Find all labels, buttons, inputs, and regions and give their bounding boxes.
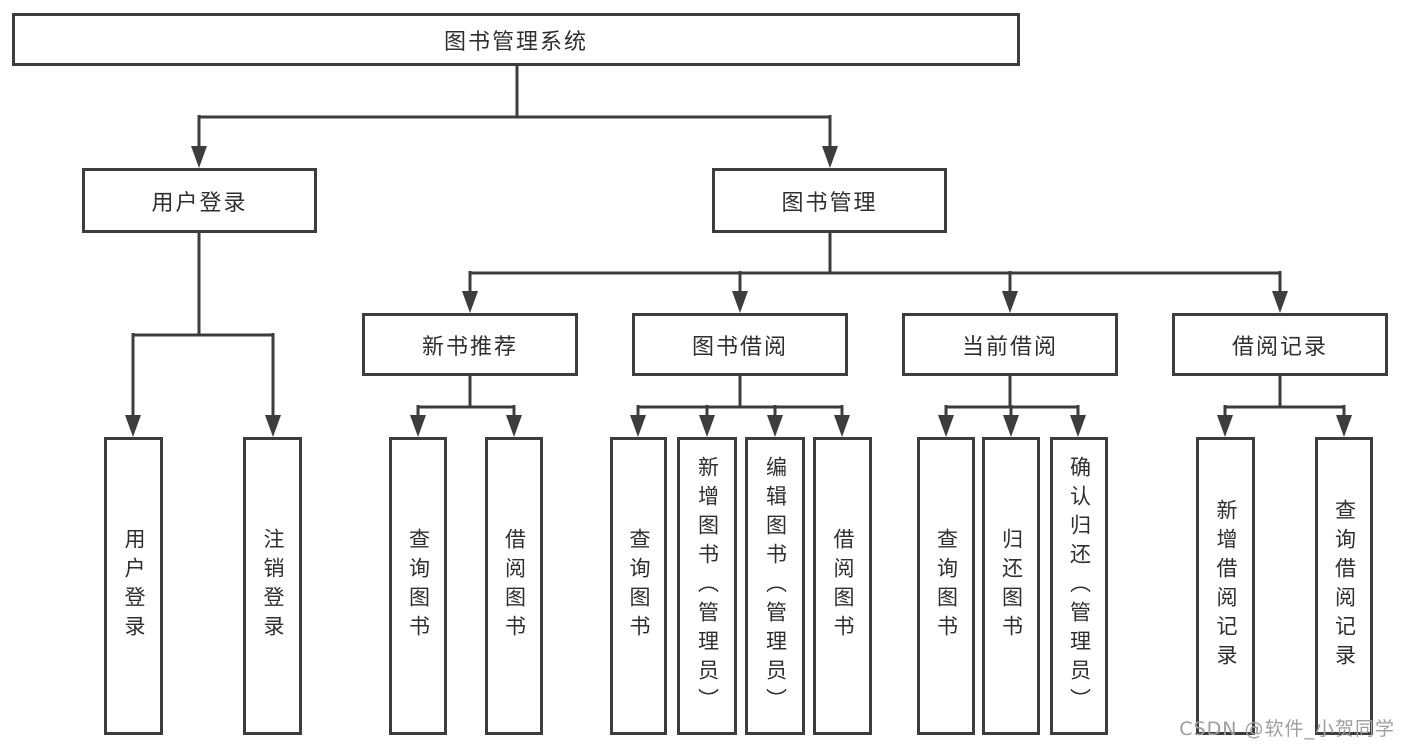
node-logout: 注销登录 <box>243 437 302 735</box>
connector-newbook-to-leaves <box>410 376 522 437</box>
node-borrowing-records: 借阅记录 <box>1172 313 1388 376</box>
node-query-books-2: 查询图书 <box>610 437 667 735</box>
node-label: 借阅图书 <box>831 528 855 644</box>
node-label: 新书推荐 <box>421 334 518 360</box>
connector-bookmgmt-to-modules <box>462 233 1288 313</box>
node-label: 借阅图书 <box>502 528 527 644</box>
connector-current-to-leaves <box>938 376 1086 437</box>
node-book-management-branch: 图书管理 <box>712 168 947 233</box>
node-user-login-leaf: 用户登录 <box>104 437 163 735</box>
node-label: 借阅记录 <box>1231 334 1328 360</box>
node-current-borrowing: 当前借阅 <box>902 313 1118 376</box>
node-borrow-books-2: 借阅图书 <box>813 437 872 735</box>
connector-borrow-to-leaves <box>630 376 850 437</box>
csdn-watermark: CSDN @软件_小贺同学 <box>1179 718 1395 740</box>
node-label: 注销登录 <box>261 528 285 644</box>
node-query-books-1: 查询图书 <box>389 437 447 735</box>
node-borrow-books-1: 借阅图书 <box>485 437 543 735</box>
connector-records-to-leaves <box>1217 376 1352 437</box>
node-return-books: 归还图书 <box>982 437 1040 735</box>
node-label: 查询图书 <box>406 528 431 644</box>
node-query-borrow-record: 查询借阅记录 <box>1315 437 1373 735</box>
node-label: 编辑图书（管理员） <box>763 455 788 717</box>
node-add-borrow-record: 新增借阅记录 <box>1196 437 1255 735</box>
node-label: 用户登录 <box>122 528 146 644</box>
node-label: 用户登录 <box>151 190 248 216</box>
node-label: 查询图书 <box>934 528 959 644</box>
node-label: 查询图书 <box>627 528 651 644</box>
node-label: 归还图书 <box>999 528 1024 644</box>
connector-root-to-branches <box>191 66 838 168</box>
node-label: 图书借阅 <box>691 334 788 360</box>
node-new-book-recommend: 新书推荐 <box>362 313 578 376</box>
node-edit-books-admin: 编辑图书（管理员） <box>745 437 805 735</box>
node-add-books-admin: 新增图书（管理员） <box>677 437 737 735</box>
node-label: 新增图书（管理员） <box>695 455 720 717</box>
node-query-books-3: 查询图书 <box>917 437 975 735</box>
node-label: 图书管理 <box>781 190 878 216</box>
node-label: 图书管理系统 <box>443 29 588 55</box>
node-label: 新增借阅记录 <box>1214 499 1238 673</box>
node-label: 当前借阅 <box>961 334 1058 360</box>
connector-userlogin-to-leaves <box>125 233 281 437</box>
node-label: 查询借阅记录 <box>1332 499 1357 673</box>
node-label: 确认归还（管理员） <box>1067 455 1092 717</box>
node-library-management-system: 图书管理系统 <box>12 13 1020 66</box>
node-book-borrowing: 图书借阅 <box>632 313 848 376</box>
node-user-login-branch: 用户登录 <box>82 168 317 233</box>
node-confirm-return-admin: 确认归还（管理员） <box>1050 437 1108 735</box>
